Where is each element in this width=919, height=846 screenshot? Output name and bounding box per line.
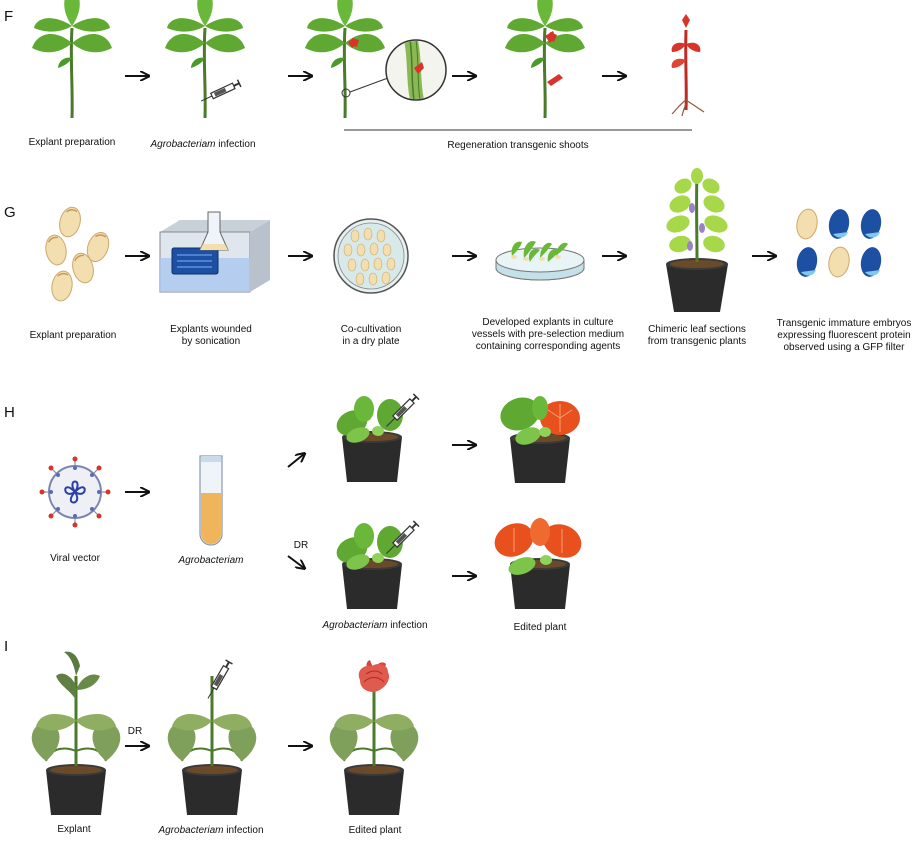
f-explant-seedling [30,0,114,120]
caption-g-chimeric-line2: from transgenic plants [647,336,747,347]
g-petri-dish [333,218,409,294]
caption-f-infection-italic: Agrobacteriam [150,139,216,150]
caption-h-infection-italic: Agrobacteriam [322,620,388,631]
i-infection-plant [166,674,258,815]
panel-label-f: F [4,8,14,25]
i-edited-plant [328,660,420,815]
panel-label-g: G [4,204,16,221]
caption-f-infection: Agrobacteriam infection [150,139,255,151]
h-arrow-up [287,454,304,468]
caption-g-cocult-line2: in a dry plate [342,336,400,347]
f-transgenic-shoot [671,14,705,117]
caption-i-dr: DR [127,726,143,737]
f-magnifier-source [341,88,351,98]
g-seeds [42,204,114,304]
h-plant-infection-bottom [332,523,403,609]
caption-i-infection: Agrobacteriam infection [158,825,263,837]
caption-g-sonication: Explants wounded by sonication [170,324,252,348]
caption-i-edited: Edited plant [348,825,402,836]
g-sonicator [159,211,270,293]
caption-h-edited: Edited plant [513,622,567,633]
agrobacterium-tube [199,455,223,546]
caption-f-explant: Explant preparation [28,137,116,148]
caption-h-viral: Viral vector [50,553,100,564]
caption-i-explant: Explant [57,824,91,835]
i-explant-plant [30,651,122,815]
caption-h-agro-italic: Agrobacteriam [178,555,244,566]
caption-h-infection-rest: infection [387,620,428,631]
panel-label-h: H [4,404,15,421]
h-edited-plant [494,518,582,609]
syringe-icon [203,659,234,702]
h-arrow-down [287,555,304,568]
f-magnifier-line [349,77,389,93]
virus-icon [39,456,111,528]
caption-g-transgenic-line3: observed using a GFP filter [783,342,905,353]
h-plant-partial-edit [500,396,580,483]
caption-g-developed: Developed explants in culture vessels wi… [472,317,624,353]
g-culture-dish [495,240,585,281]
caption-h-infection: Agrobacteriam infection [322,620,427,632]
caption-g-cocultivation: Co-cultivation in a dry plate [341,324,402,348]
g-gfp-embryos [796,208,882,278]
caption-g-transgenic-line1: Transgenic immature embryos [776,318,912,329]
caption-g-developed-line2: vessels with pre-selection medium [471,329,625,340]
panel-label-i: I [4,638,9,655]
caption-g-sonication-line1: Explants wounded [170,324,252,335]
caption-g-sonication-line2: by sonication [181,336,241,347]
caption-h-dr: DR [293,540,309,551]
h-plant-infection-top [332,396,403,482]
f-shoot-seedling [503,0,587,120]
caption-i-infection-italic: Agrobacteriam [158,825,224,836]
caption-g-explant: Explant preparation [29,330,117,341]
caption-g-chimeric: Chimeric leaf sections from transgenic p… [648,324,746,348]
caption-g-developed-line1: Developed explants in culture [482,317,614,328]
caption-h-agro: Agrobacteriam [178,555,243,567]
caption-f-regeneration: Regeneration transgenic shoots [447,140,589,151]
caption-g-transgenic: Transgenic immature embryos expressing f… [777,318,912,354]
caption-g-chimeric-line1: Chimeric leaf sections [648,324,746,335]
f-magnified-stem [385,39,447,101]
caption-g-cocult-line1: Co-cultivation [340,324,402,335]
g-chimeric-plant [666,168,728,312]
f-regenerating-seedling [303,0,387,120]
caption-g-developed-line3: containing corresponding agents [475,341,621,352]
caption-i-infection-rest: infection [223,825,264,836]
caption-f-infection-rest: infection [215,139,256,150]
f-infection-seedling [163,0,247,120]
caption-g-transgenic-line2: expressing fluorescent protein [777,330,911,341]
